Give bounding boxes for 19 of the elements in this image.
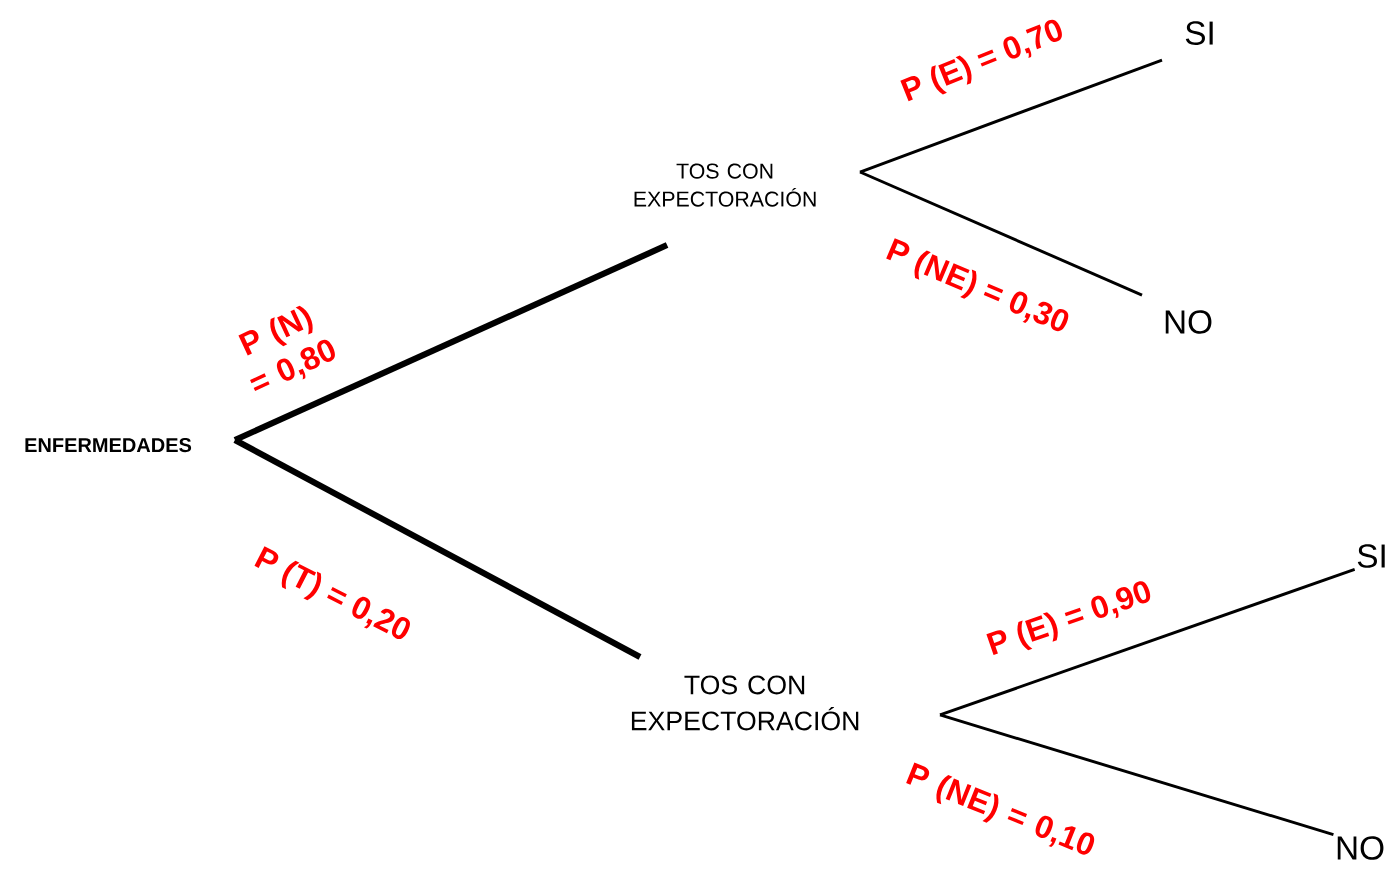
node-label: SI [1357,544,1385,568]
node-label: NO [1165,310,1212,334]
edge-label: P (E) = 0,90 [986,581,1151,656]
node-label: TOS CON EXPECTORACIÓN [634,163,816,207]
branch-line [859,58,1163,174]
edge-label: P (NE) = 0,30 [886,238,1069,332]
node-label: ENFERMEDADES [25,438,192,453]
branch-line [939,568,1356,717]
branch-line [233,242,669,443]
node-label: TOS CON EXPECTORACIÓN [631,675,859,731]
edge-label: P (T) = 0,20 [254,546,410,640]
node-label: NO [1337,836,1384,860]
branch-line [233,437,642,660]
edge-label: P (NE) = 0,10 [906,762,1095,855]
branch-line [939,713,1334,837]
edge-label: P (E) = 0,70 [900,19,1062,102]
edge-label: P (N) = 0,80 [238,305,335,392]
node-label: SI [1185,21,1213,45]
branch-line [859,170,1143,297]
